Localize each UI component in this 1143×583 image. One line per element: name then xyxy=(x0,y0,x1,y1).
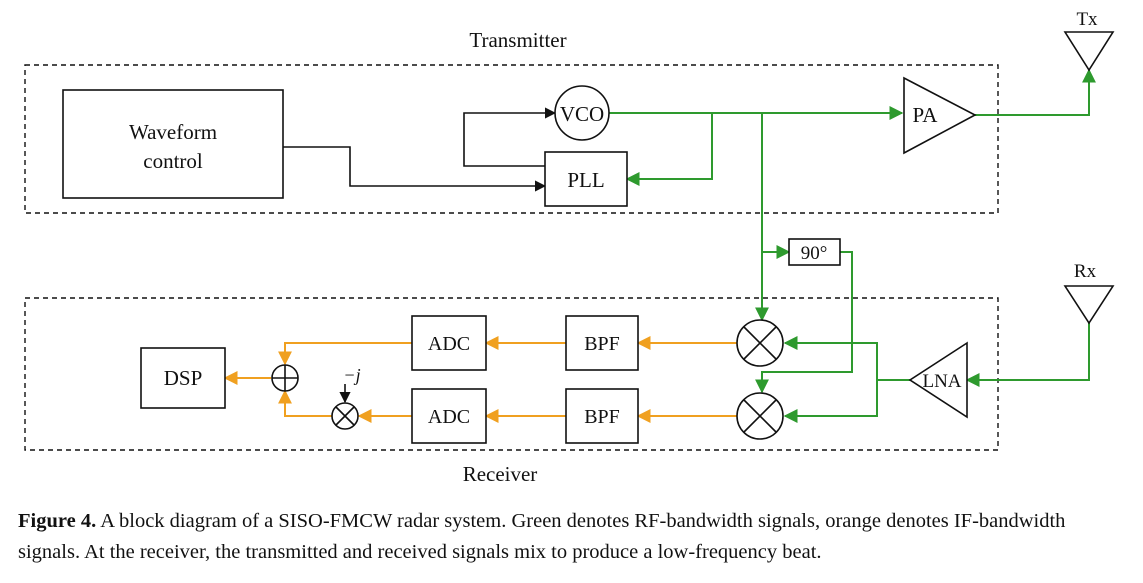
dsp-block xyxy=(140,347,226,409)
lna-to-mixers-wire xyxy=(783,336,910,381)
top-mixer-icon xyxy=(736,319,784,367)
receiver-label: Receiver xyxy=(463,462,538,486)
tx-label: Tx xyxy=(1076,9,1098,30)
adc-bottom-label: ADC xyxy=(428,406,470,428)
adc-top-label: ADC xyxy=(428,333,470,355)
bottom-mixer-icon xyxy=(736,392,784,440)
lna-to-bottom-mixer-wire xyxy=(783,380,878,423)
minus-j-label: −j xyxy=(343,365,360,385)
receiver-frame xyxy=(24,297,999,451)
phase-shifter-block xyxy=(788,238,841,266)
adc-top-block xyxy=(411,315,487,371)
phase-shifter-to-bottom-mixer-wire xyxy=(755,251,853,394)
bpf-top-label: BPF xyxy=(584,333,620,355)
bpf-top-block xyxy=(565,315,639,371)
waveform-control-label-line2: control xyxy=(143,149,203,173)
waveform-control-label-line1: Waveform xyxy=(129,120,217,144)
lna-amplifier-icon xyxy=(908,341,968,419)
rx-label: Rx xyxy=(1074,261,1097,282)
bpf-bottom-label: BPF xyxy=(584,406,620,428)
dsp-label: DSP xyxy=(164,366,203,390)
tx-antenna-icon xyxy=(1063,31,1115,72)
top-adc-to-summer-wire xyxy=(278,342,412,366)
vco-label: VCO xyxy=(560,102,604,126)
pll-to-vco-wire xyxy=(463,107,557,167)
figure-caption: Figure 4. A block diagram of a SISO-FMCW… xyxy=(18,506,1128,568)
rx-antenna-to-lna-wire xyxy=(965,323,1090,387)
fmcw-block-diagram: Transmitter Receiver Waveform control VC… xyxy=(24,9,1115,486)
lna-label: LNA xyxy=(922,371,961,392)
pa-label: PA xyxy=(913,103,939,127)
pll-block xyxy=(544,151,628,207)
pa-to-tx-antenna-wire xyxy=(975,68,1096,116)
caption-text: A block diagram of a SISO-FMCW radar sys… xyxy=(18,510,1066,563)
figure-label: Figure 4. xyxy=(18,510,97,532)
j-mixer-icon xyxy=(331,402,359,430)
transmitter-frame xyxy=(24,64,999,214)
waveform-control-block xyxy=(62,89,284,199)
pa-amplifier-icon xyxy=(903,76,977,155)
phase-shifter-label: 90° xyxy=(801,243,828,264)
vco-feedback-to-pll-wire xyxy=(625,113,713,186)
j-mixer-to-summer-wire xyxy=(278,389,332,417)
rx-antenna-icon xyxy=(1063,285,1115,325)
adc-bottom-block xyxy=(411,388,487,444)
vco-block xyxy=(554,85,610,141)
bpf-bottom-block xyxy=(565,388,639,444)
waveform-to-pll-wire xyxy=(283,146,547,192)
transmitter-label: Transmitter xyxy=(469,28,566,52)
pll-label: PLL xyxy=(567,168,604,192)
summer-icon xyxy=(271,364,299,392)
